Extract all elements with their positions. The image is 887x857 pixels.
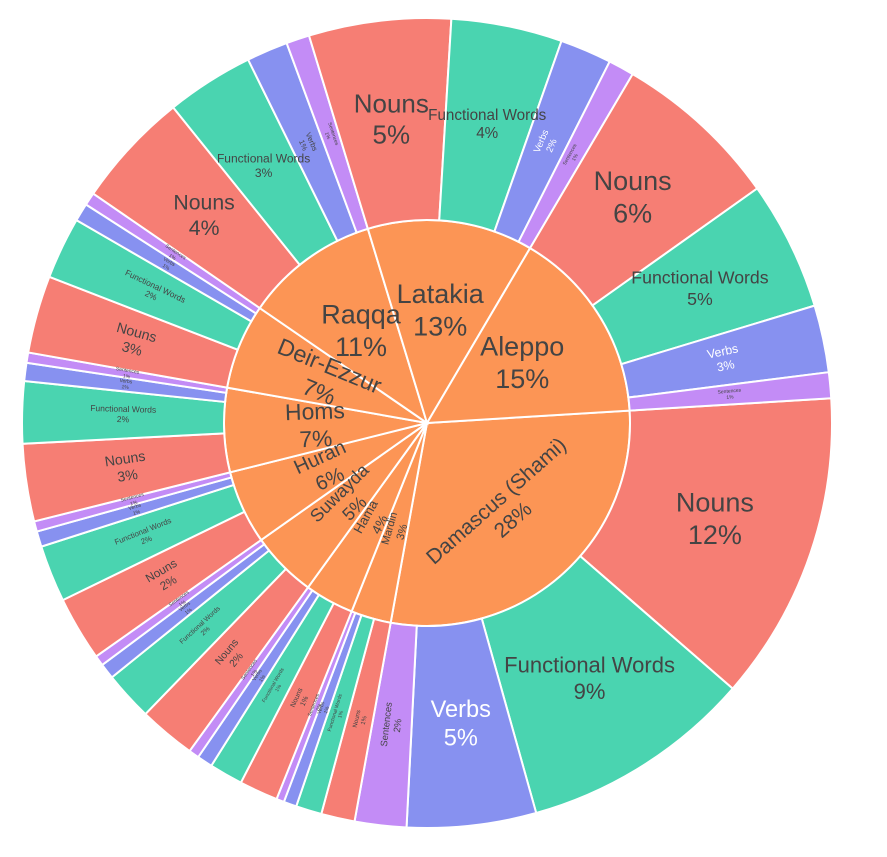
region-label-homs: Homs7% [285, 397, 347, 453]
category-label-homs-sentences: Sentences1% [114, 366, 140, 382]
category-label-aleppo-verbs: Verbs3% [706, 342, 743, 377]
category-label-aleppo-sentences: Sentences1% [717, 388, 742, 402]
category-label-damascus-shami-sentences: Sentences2% [378, 701, 405, 748]
category-segment-aleppo-sentences[interactable] [627, 371, 833, 412]
category-segment-damascus-shami-nouns[interactable] [578, 397, 833, 691]
category-segment-damascus-shami-functional-words[interactable] [480, 554, 735, 815]
category-label-mardin-verbs: Verbs1% [317, 701, 333, 718]
category-label-huran-verbs: Verbs1% [128, 503, 144, 518]
category-label-homs-verbs: Verbs1% [118, 378, 133, 392]
category-label-homs-nouns: Nouns3% [104, 448, 149, 487]
sunburst-segments [21, 17, 833, 829]
category-label-homs-functional-words: Functional Words2% [90, 403, 156, 425]
category-label-huran-sentences: Sentences1% [120, 492, 146, 510]
category-label-mardin-nouns: Nouns1% [351, 709, 369, 729]
